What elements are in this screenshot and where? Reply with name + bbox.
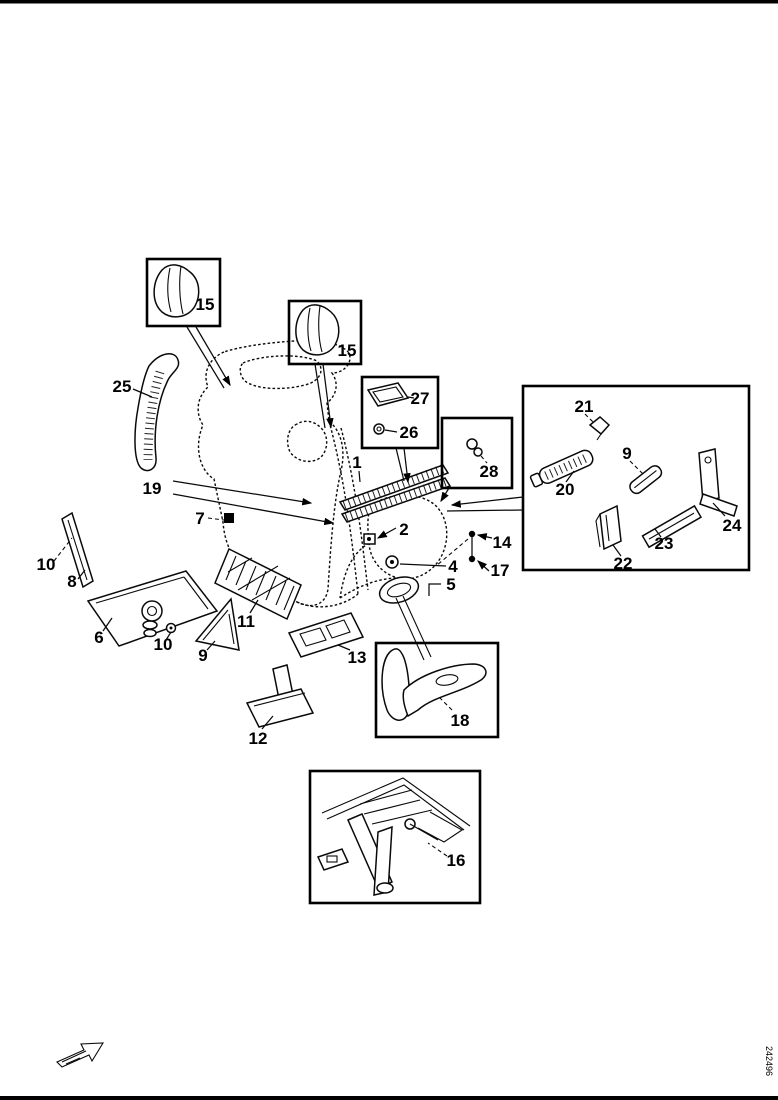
seat-frame-part-16: [316, 777, 471, 896]
callout-15-right: 15: [338, 341, 357, 360]
inset-box-15-right: [287, 299, 363, 366]
clamp-part-2: [363, 533, 376, 545]
pad-part-15-left: [153, 264, 200, 318]
callout-23: 23: [655, 534, 674, 553]
bolt-part-14: [468, 530, 476, 538]
callout-19: 19: [143, 479, 162, 498]
inset-box-15-left: [145, 257, 222, 328]
roller-part-9: [629, 465, 663, 495]
callout-10-left: 10: [37, 555, 56, 574]
callouts: 15 15 27 26 28 21 20 9 22 23 24 25 19 7 …: [37, 295, 742, 870]
clip-part-21: [588, 416, 611, 441]
callout-22: 22: [614, 554, 633, 573]
callout-21: 21: [575, 397, 594, 416]
bracket-part-22: [595, 504, 622, 551]
inset-box-27-26: [360, 375, 440, 450]
callout-27: 27: [411, 389, 430, 408]
callout-11: 11: [237, 612, 255, 631]
leader-lines: [53, 326, 726, 857]
ring-part-5: [378, 576, 420, 604]
callout-28: 28: [480, 462, 499, 481]
inset-box-28: [440, 416, 514, 490]
l-bracket-part-24: [698, 448, 738, 517]
callout-17: 17: [491, 561, 510, 580]
trim-strip-part-25: [134, 353, 180, 472]
strip-part-23: [641, 504, 703, 549]
callout-7: 7: [195, 509, 204, 528]
callout-12: 12: [249, 729, 268, 748]
mesh-panel-part-11: [214, 547, 302, 621]
callout-1: 1: [352, 453, 361, 472]
grommet-part-10: [165, 622, 177, 634]
corner-bracket-part-9: [194, 597, 240, 651]
deflector-part-18: [381, 648, 487, 721]
callout-15-left: 15: [196, 295, 215, 314]
callout-18: 18: [451, 711, 470, 730]
callout-25: 25: [113, 377, 132, 396]
page-edge-bottom: [0, 1096, 778, 1100]
bracket-part-12: [245, 664, 315, 728]
callout-14: 14: [493, 533, 512, 552]
callout-9-hardware: 9: [622, 444, 631, 463]
link-rod-to-inset-18: [395, 595, 432, 661]
cushion-bottom-edge: [339, 542, 399, 599]
floor-panel-part-6: [86, 570, 219, 647]
callout-6: 6: [94, 628, 103, 647]
callout-10-right: 10: [154, 635, 173, 654]
pad-part-15-right: [295, 304, 340, 356]
inset-box-18: [374, 641, 500, 739]
callout-2: 2: [399, 520, 408, 539]
direction-arrow-icon: [56, 1042, 105, 1068]
grommet-part-4: [385, 555, 399, 569]
seat-back-side-channel: [296, 420, 369, 608]
clip-part-28: [466, 438, 488, 464]
bracket-frame-part-13: [287, 612, 365, 658]
bracket-strip-part-8: [61, 511, 94, 589]
actuator-part-20: [529, 449, 594, 488]
callout-24: 24: [723, 516, 742, 535]
inset-box-16: [308, 769, 482, 905]
seat-back-frame: [197, 339, 369, 608]
callout-8: 8: [67, 572, 76, 591]
page-edge-top: [0, 0, 778, 4]
bolt-part-7: [224, 513, 234, 523]
clip-part-26: [373, 423, 385, 435]
callout-5: 5: [446, 575, 455, 594]
callout-26: 26: [400, 423, 419, 442]
callout-20: 20: [556, 480, 575, 499]
callout-4: 4: [448, 557, 458, 576]
map-pocket-recess: [286, 420, 328, 463]
callout-13: 13: [348, 648, 367, 667]
plate-part-27: [366, 382, 410, 407]
figure-number: 242496: [764, 1046, 774, 1076]
bolt-part-17: [468, 555, 476, 563]
headrest-cutout: [239, 355, 322, 390]
seat-cushion-pan: [339, 494, 448, 599]
callout-16: 16: [447, 851, 466, 870]
inset-box-hardware: [521, 384, 751, 572]
callout-9-bracket: 9: [198, 646, 207, 665]
